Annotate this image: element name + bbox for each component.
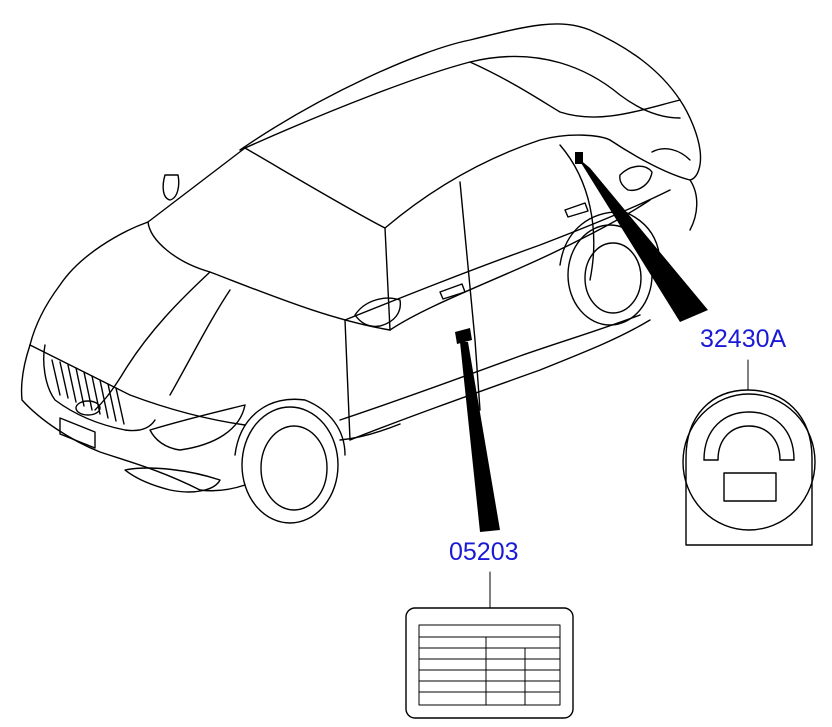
- leader-wedge-door: [455, 328, 500, 532]
- callout-label-fuel-door[interactable]: 32430A: [700, 325, 787, 353]
- sedan-line-drawing-icon: [20, 23, 702, 524]
- fuel-door-label-icon: [682, 389, 816, 546]
- leader-wedge-fuel-door: [575, 152, 708, 322]
- callout-label-door[interactable]: 05203: [449, 538, 519, 566]
- tire-pressure-label-icon: [405, 607, 574, 719]
